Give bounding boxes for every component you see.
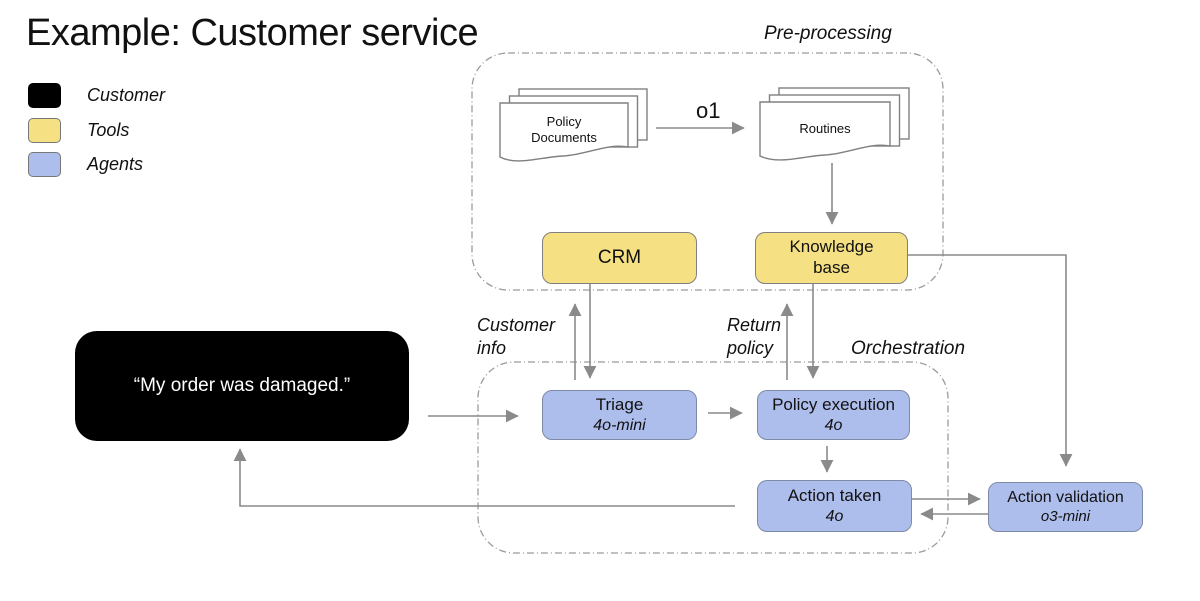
policy-execution-node: Policy execution 4o <box>757 390 910 440</box>
policy-execution-title: Policy execution <box>772 394 895 414</box>
action-validation-title: Action validation <box>1007 489 1124 507</box>
tools-color-swatch <box>28 118 61 143</box>
orchestration-section-label: Orchestration <box>851 338 966 359</box>
knowledge-base-label: Knowledge base <box>789 237 874 277</box>
preprocessing-group-border <box>471 52 944 291</box>
page-title: Example: Customer service <box>26 12 479 54</box>
orchestration-group-border <box>477 361 949 554</box>
agents-color-swatch <box>28 152 61 177</box>
routines-label: Routines <box>799 121 851 136</box>
legend-item-tools: Tools <box>28 118 129 143</box>
action-validation-node: Action validation o3-mini <box>988 482 1143 532</box>
knowledge-base-node: Knowledge base <box>755 232 908 284</box>
policy-documents-label: Policy Documents <box>531 114 597 146</box>
legend-label-tools: Tools <box>87 120 130 140</box>
arrows <box>233 121 1073 521</box>
triage-title: Triage <box>595 394 644 414</box>
routines-icon <box>759 87 910 161</box>
o1-model-label: o1 <box>696 98 721 123</box>
return-policy-flow-label: Return policy <box>727 315 782 358</box>
action-validation-model: o3-mini <box>1040 507 1091 525</box>
arrow-knowledgebase-to-actionvalidation <box>908 254 1073 467</box>
legend-label-agents: Agents <box>87 154 144 174</box>
action-taken-model: 4o <box>825 507 844 525</box>
customer-color-swatch <box>28 83 61 108</box>
customer-info-flow-label: Customer info <box>477 315 556 358</box>
action-taken-node: Action taken 4o <box>757 480 912 532</box>
legend-item-customer: Customer <box>28 83 165 108</box>
preprocessing-section-label: Pre-processing <box>764 23 892 44</box>
arrow-actiontaken-to-customer <box>233 448 735 507</box>
customer-message-text: “My order was damaged.” <box>133 375 351 396</box>
customer-message-node: “My order was damaged.” <box>75 331 409 441</box>
legend-label-customer: Customer <box>87 85 166 105</box>
triage-node: Triage 4o-mini <box>542 390 697 440</box>
policy-documents-icon <box>499 88 648 162</box>
legend-item-agents: Agents <box>28 152 143 177</box>
action-taken-title: Action taken <box>787 485 882 505</box>
triage-model: 4o-mini <box>593 416 646 434</box>
policy-execution-model: 4o <box>824 416 843 434</box>
crm-node: CRM <box>542 232 697 284</box>
crm-label: CRM <box>597 247 642 269</box>
